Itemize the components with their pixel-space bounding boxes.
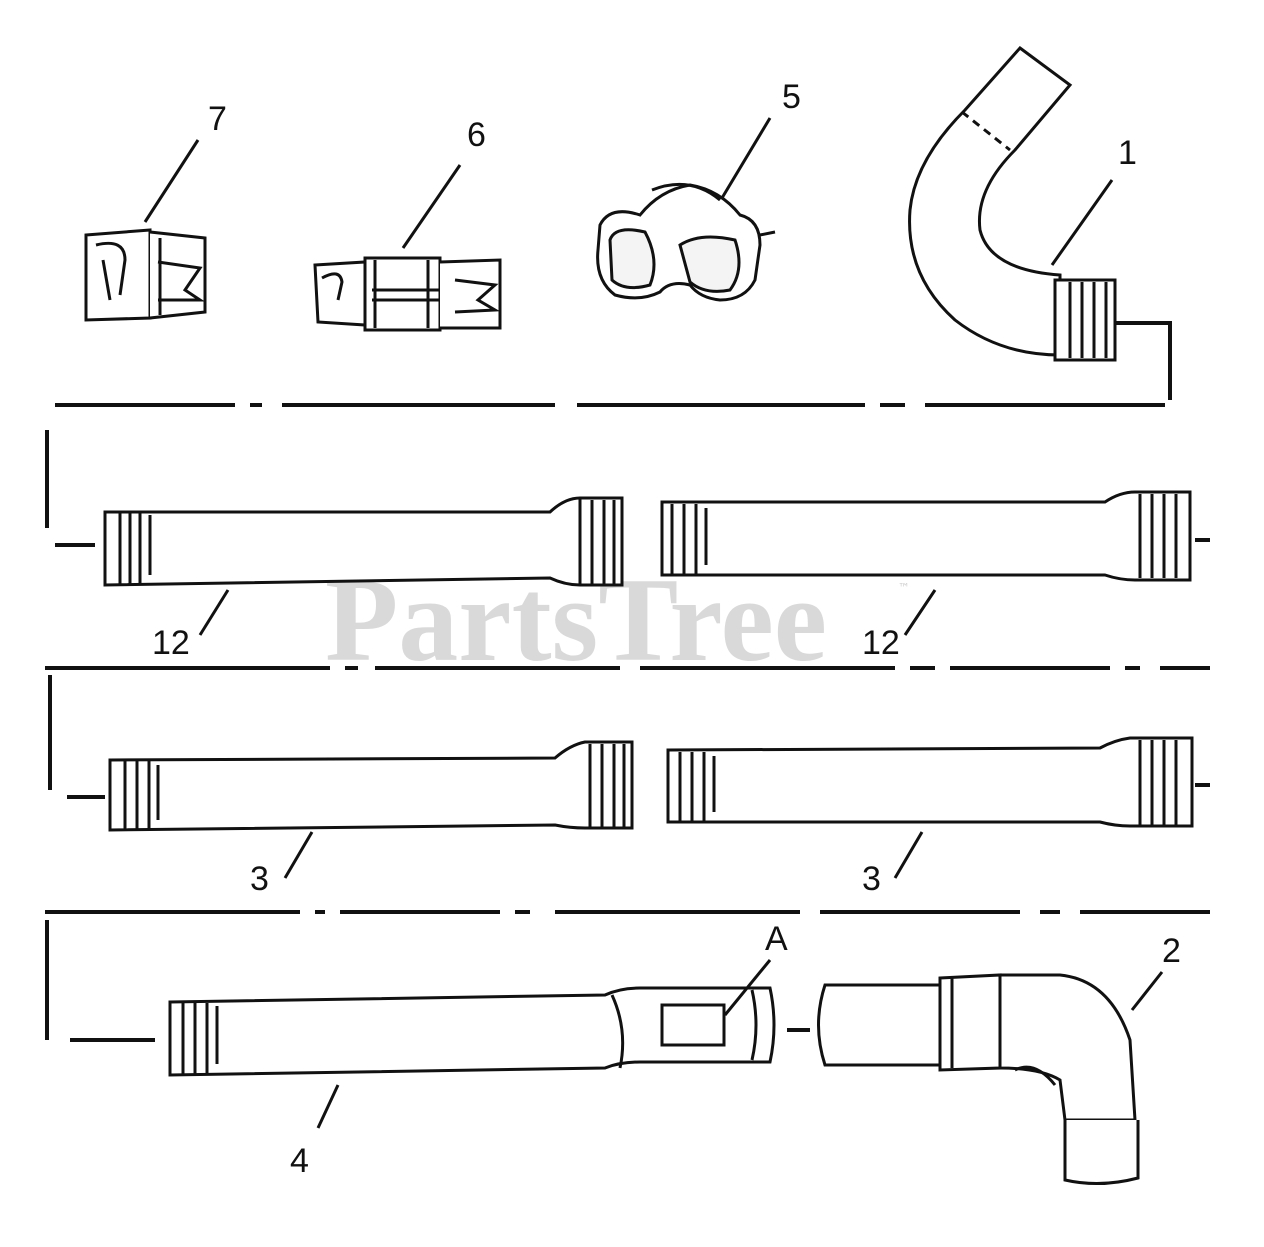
ref-a-leader: [723, 959, 772, 1016]
assembly-guide-lines: [45, 321, 1210, 1042]
part-1-callout: 1: [1118, 134, 1137, 172]
part-12-left-callout: 12: [152, 624, 190, 662]
part-4-tube: [168, 986, 776, 1077]
part-12-right-leader: [903, 589, 937, 636]
part-3-right-callout: 3: [862, 860, 881, 898]
part-4-callout: 4: [290, 1142, 309, 1180]
part-12-tube-left: [103, 496, 624, 587]
part-3-right-leader: [893, 831, 924, 879]
part-3-tube-left: [108, 740, 634, 832]
part-3-left-callout: 3: [250, 860, 269, 898]
part-4-leader: [316, 1084, 340, 1129]
ref-a-callout: A: [765, 920, 788, 958]
part-6-callout: 6: [467, 116, 486, 154]
part-7-callout: 7: [208, 100, 227, 138]
part-1-leader: [1050, 179, 1114, 266]
part-2-callout: 2: [1162, 932, 1181, 970]
part-3-left-leader: [283, 831, 314, 879]
part-5-leader: [720, 117, 772, 199]
part-7-nozzle: [84, 228, 207, 322]
part-12-tube-right: [660, 490, 1192, 582]
part-12-left-leader: [198, 589, 230, 636]
part-3-tube-right: [666, 736, 1194, 828]
part-5-callout: 5: [782, 78, 801, 116]
part-6-connector: [313, 256, 502, 332]
watermark-trademark: ™: [898, 581, 910, 595]
part-2-lower-elbow: [817, 973, 1140, 1186]
part-12-right-callout: 12: [862, 624, 900, 662]
part-1-elbow-tube: [908, 45, 1117, 362]
part-2-leader: [1130, 971, 1164, 1011]
part-7-leader: [143, 139, 200, 223]
part-6-leader: [401, 164, 462, 249]
part-5-safety-goggles: [596, 182, 776, 302]
